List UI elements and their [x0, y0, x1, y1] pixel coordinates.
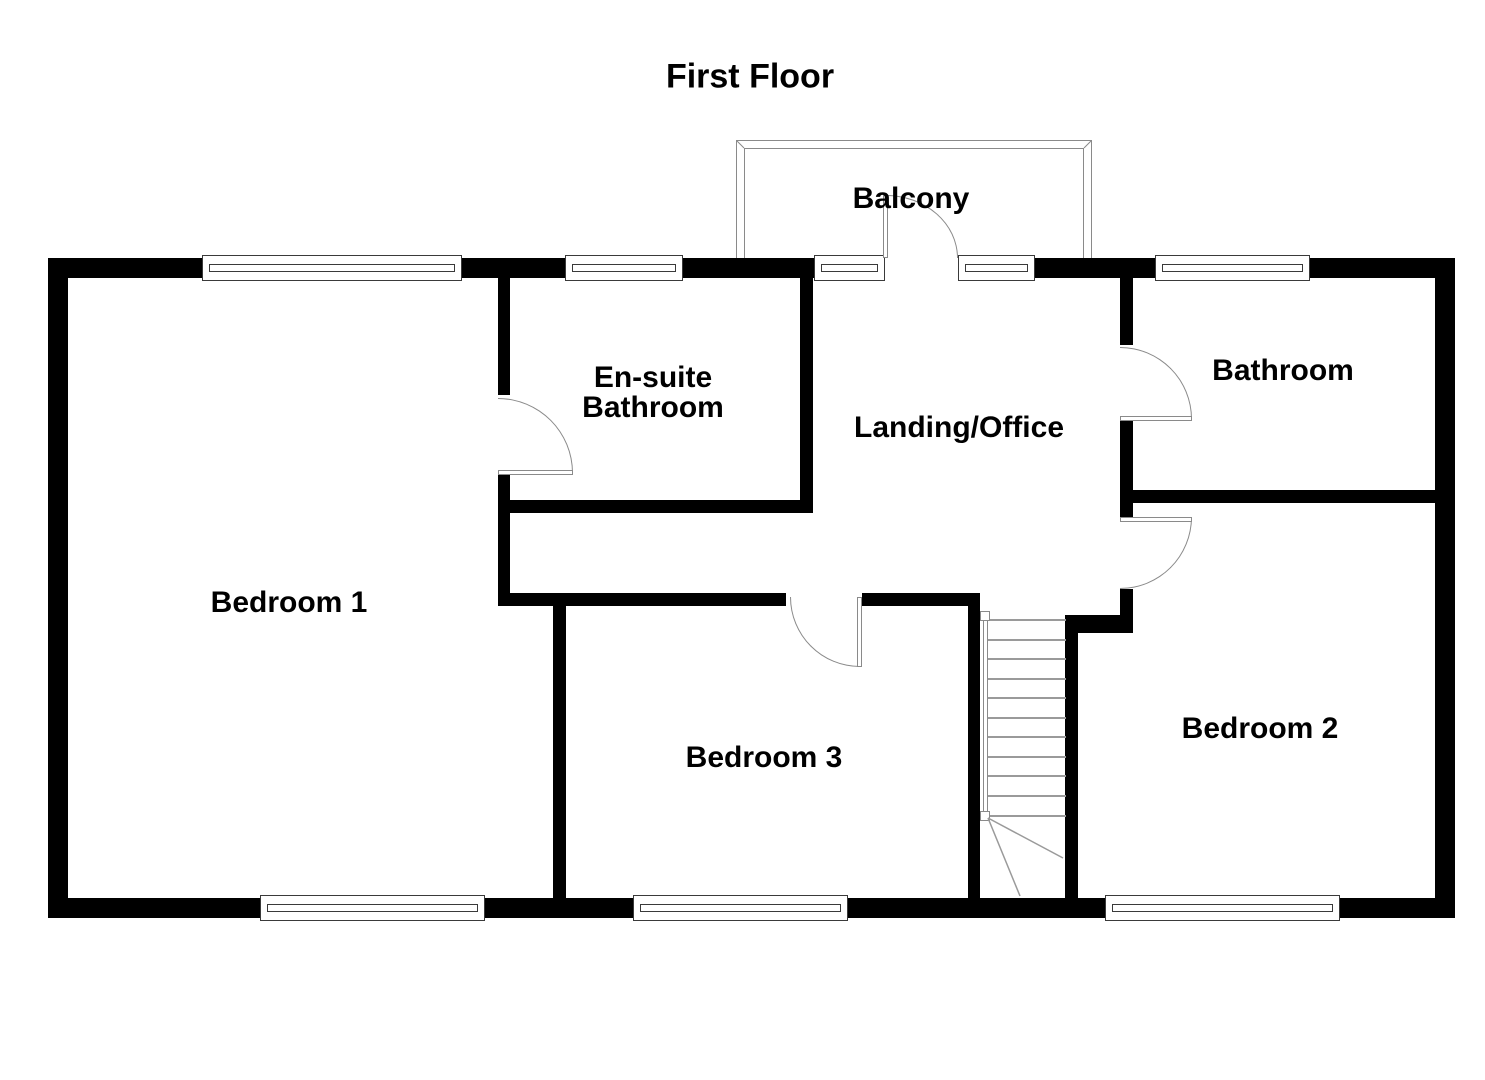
balcony-railing-outer: [736, 140, 1092, 258]
stair-tread: [988, 756, 1066, 758]
stair-tread: [988, 717, 1066, 719]
window-pane: [1162, 264, 1303, 272]
window-balcony-right: [958, 255, 1035, 281]
wall-bathroom-bottom: [1120, 490, 1455, 503]
door-leaf-ensuite: [498, 470, 573, 475]
wall-bathroom-left-upper: [1120, 278, 1133, 345]
balcony-railing-inner: [744, 148, 1084, 258]
window-pane: [267, 904, 478, 912]
door-arc-bedroom3: [790, 597, 860, 667]
label-bedroom3: Bedroom 3: [685, 741, 843, 774]
wall-stair-connector: [1065, 615, 1132, 633]
wall-outer-top-left: [48, 258, 885, 278]
stair-tread: [988, 795, 1066, 797]
door-arc-bedroom2: [1120, 517, 1192, 589]
window-pane: [572, 264, 676, 272]
stair-winder-line: [987, 817, 1064, 859]
label-ensuite-line2: Bathroom: [582, 391, 724, 424]
wall-outer-right: [1435, 258, 1455, 918]
wall-bedroom3-left: [553, 606, 566, 898]
window-pane: [965, 264, 1028, 272]
wall-ensuite-left-lower: [498, 473, 510, 606]
window-pane: [821, 264, 878, 272]
window-balcony-left: [814, 255, 885, 281]
wall-bedroom2-left-lower: [1120, 589, 1133, 633]
stair-tread: [988, 815, 1066, 817]
stair-tread: [988, 619, 1066, 621]
stair-tread: [988, 697, 1066, 699]
wall-ensuite-right: [800, 278, 813, 513]
stair-tread: [988, 775, 1066, 777]
label-bathroom: Bathroom: [1212, 354, 1354, 387]
stair-tread: [988, 678, 1066, 680]
stair-tread: [988, 639, 1066, 641]
window-bedroom2-bottom: [1105, 895, 1340, 921]
wall-outer-left: [48, 258, 68, 918]
label-bedroom1: Bedroom 1: [210, 586, 368, 619]
window-bathroom-top: [1155, 255, 1310, 281]
label-bedroom2: Bedroom 2: [1181, 712, 1339, 745]
stair-newel-post-top: [980, 611, 990, 621]
label-ensuite: En-suite Bathroom: [582, 363, 724, 423]
wall-ensuite-left-upper: [498, 278, 510, 395]
wall-stair-left: [968, 593, 980, 898]
wall-landing-bottom: [862, 593, 980, 606]
door-leaf-bathroom: [1120, 416, 1192, 421]
wall-ensuite-bottom: [498, 500, 813, 513]
label-ensuite-line1: En-suite: [593, 361, 713, 394]
stair-handrail: [983, 620, 988, 814]
stair-winder-line: [987, 817, 1021, 897]
stair-tread: [988, 736, 1066, 738]
window-bedroom1-top: [202, 255, 462, 281]
stair-tread: [988, 658, 1066, 660]
door-leaf-bedroom2: [1120, 517, 1192, 522]
door-arc-ensuite: [498, 398, 573, 473]
label-landing-office: Landing/Office: [854, 411, 1064, 444]
wall-stair-right: [1065, 620, 1078, 898]
stair-newel-post-bottom: [980, 811, 990, 821]
window-ensuite-top: [565, 255, 683, 281]
window-pane: [209, 264, 455, 272]
door-leaf-balcony: [883, 195, 888, 258]
window-bedroom3-bottom: [633, 895, 848, 921]
window-pane: [1112, 904, 1333, 912]
window-bedroom1-bottom: [260, 895, 485, 921]
door-leaf-bedroom3: [857, 597, 862, 667]
window-pane: [640, 904, 841, 912]
wall-bedroom3-top: [498, 593, 786, 606]
page-title: First Floor: [665, 57, 835, 96]
label-balcony: Balcony: [852, 182, 970, 215]
door-arc-bathroom: [1120, 347, 1192, 419]
